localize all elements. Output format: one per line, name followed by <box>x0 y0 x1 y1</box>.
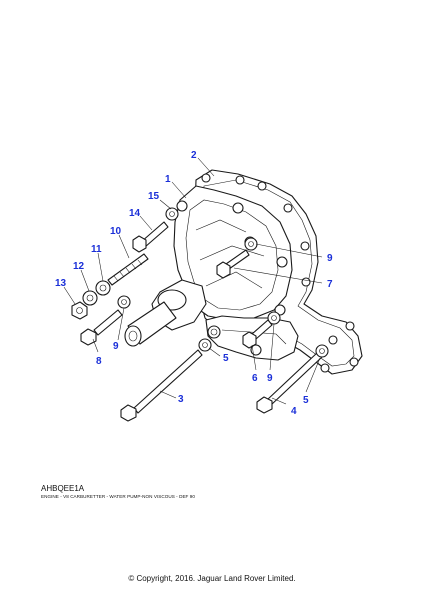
washer-9-upper <box>244 237 258 251</box>
callout-1: 1 <box>165 174 171 185</box>
callout-4: 4 <box>291 406 297 417</box>
callout-5-center: 5 <box>223 353 229 364</box>
callout-8: 8 <box>96 356 102 367</box>
callout-2: 2 <box>191 150 197 161</box>
leader-lines <box>63 157 323 405</box>
washer-9-left <box>117 295 131 309</box>
callout-5-right: 5 <box>303 395 309 406</box>
washer-11 <box>95 280 111 296</box>
callout-9-left: 9 <box>113 341 119 352</box>
copyright-notice: © Copyright, 2016. Jaguar Land Rover Lim… <box>128 574 296 583</box>
bolt-4 <box>256 351 323 414</box>
bolt-14 <box>132 221 169 253</box>
callout-6: 6 <box>252 373 258 384</box>
washer-5-right <box>315 344 329 358</box>
bolt-7 <box>216 249 250 279</box>
diagram-code: AHBQEE1A <box>41 484 85 493</box>
callout-3: 3 <box>178 394 184 405</box>
nut-13 <box>71 301 88 320</box>
washer-15 <box>165 207 179 221</box>
diagram-caption: ENGINE - V8 CARBURETTER - WATER PUMP-NON… <box>41 494 195 499</box>
callout-13: 13 <box>55 278 67 289</box>
callout-14: 14 <box>129 208 141 219</box>
callout-9-lower: 9 <box>267 373 273 384</box>
callout-10: 10 <box>110 226 122 237</box>
bolt-3 <box>120 349 203 422</box>
bolt-6 <box>242 319 273 349</box>
washer-12 <box>82 290 98 306</box>
bolt-8 <box>80 309 123 346</box>
callout-7: 7 <box>327 279 333 290</box>
callout-15: 15 <box>148 191 160 202</box>
callout-labels: 1 2 3 4 5 5 6 7 8 9 9 9 10 11 12 13 14 1… <box>55 150 333 417</box>
pump-hub <box>124 279 207 347</box>
stud-10 <box>107 253 149 286</box>
gasket-bolt-holes <box>201 173 359 373</box>
callout-12: 12 <box>73 261 85 272</box>
washer-5 <box>198 338 212 352</box>
callout-9-upper: 9 <box>327 253 333 264</box>
callout-11: 11 <box>91 244 102 255</box>
